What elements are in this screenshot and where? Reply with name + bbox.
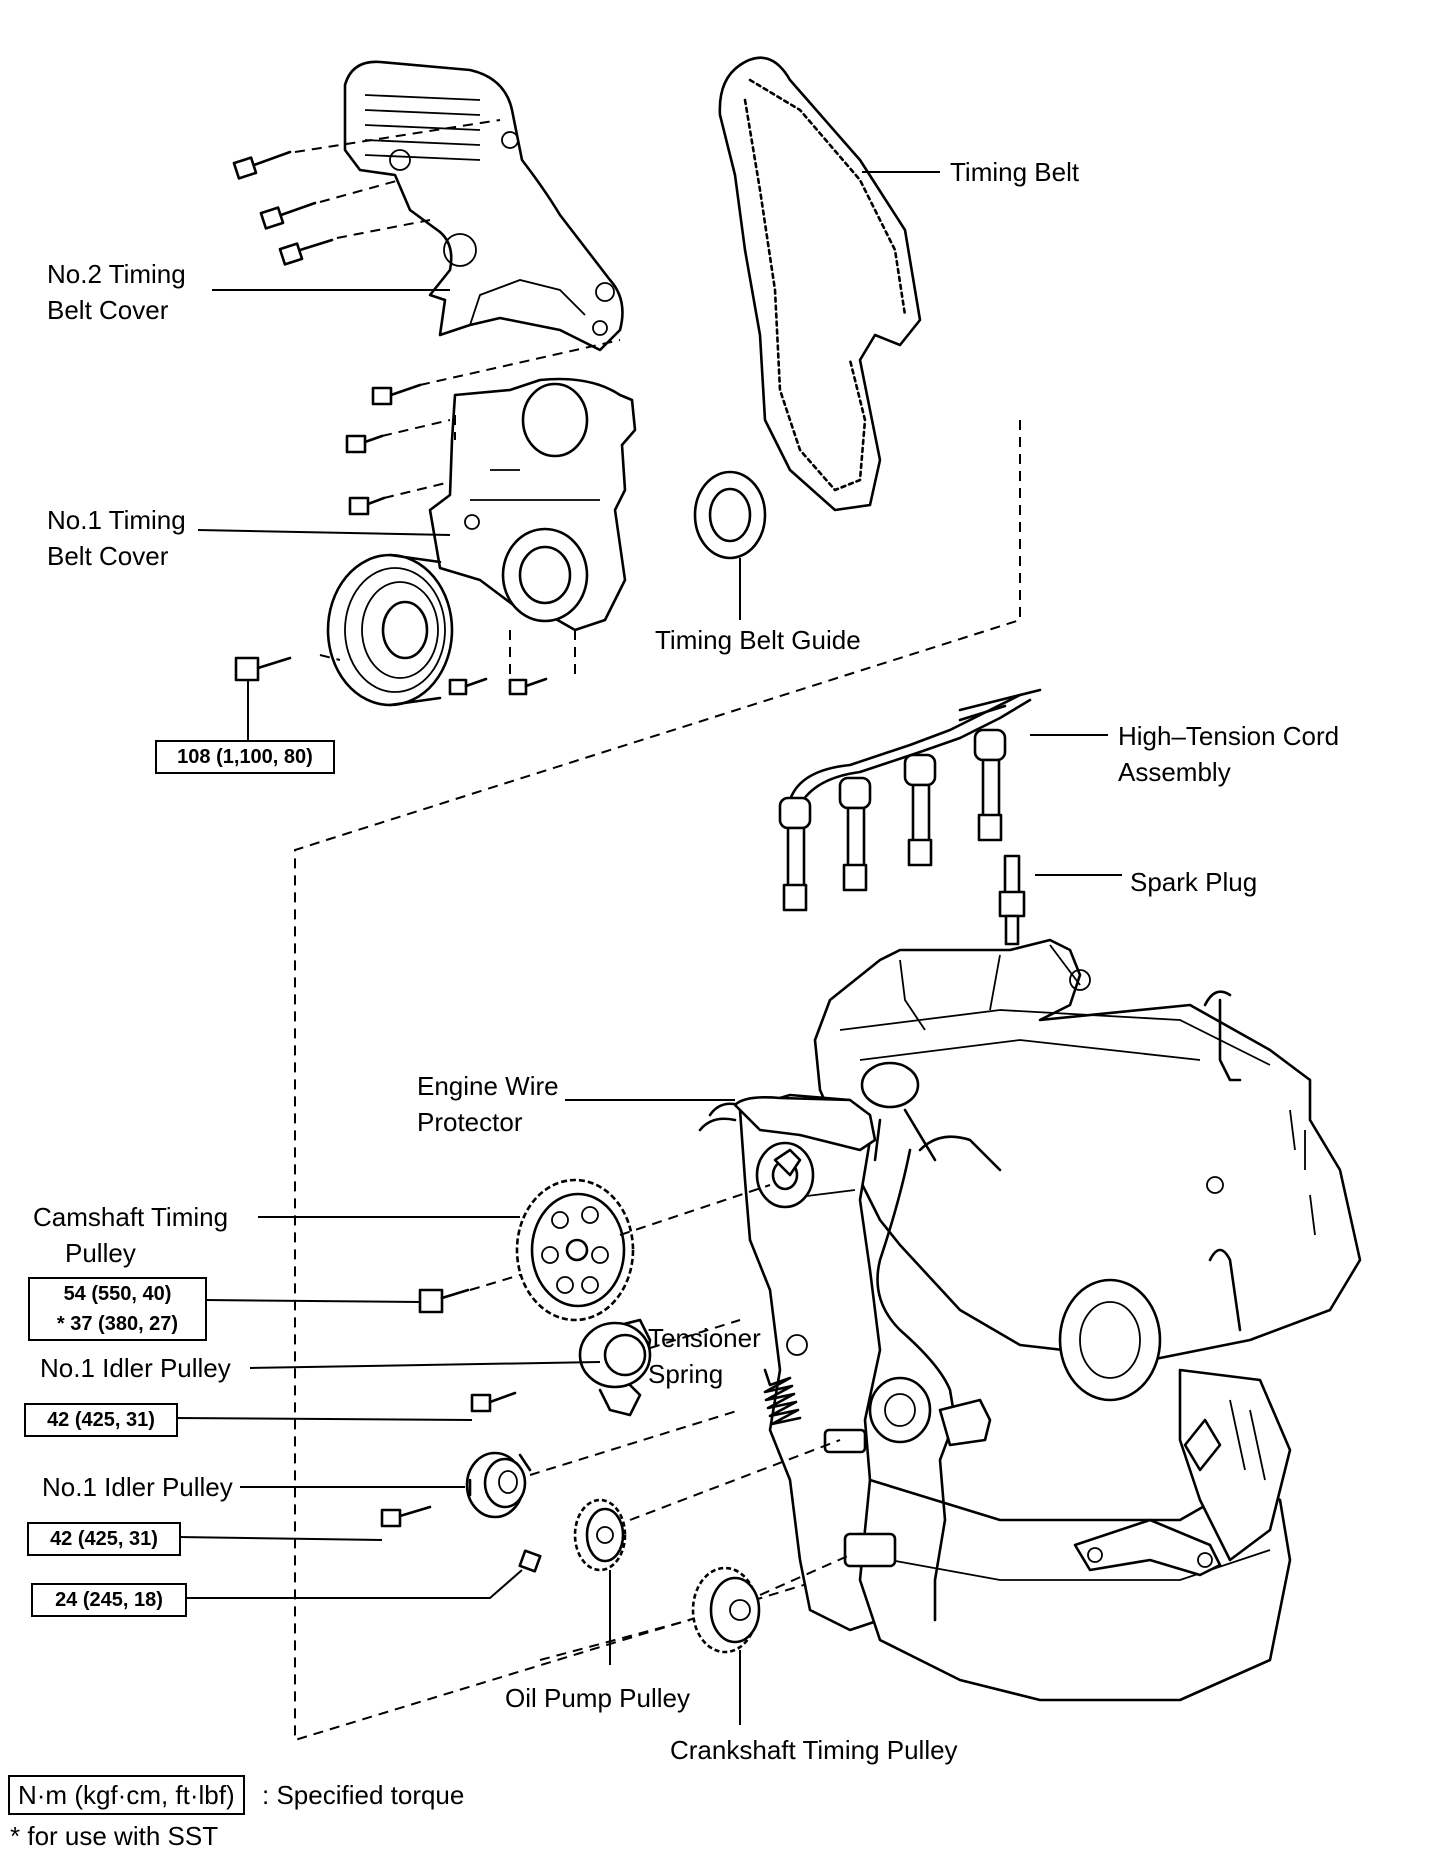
label-idler-pulley-upper: No.1 Idler Pulley — [40, 1353, 231, 1383]
camshaft-timing-pulley — [515, 1178, 635, 1322]
oil-pump-nut — [518, 1549, 542, 1573]
label-camshaft-pulley-line2: Pulley — [65, 1238, 136, 1268]
torque-crank-pulley-bolt: 108 (1,100, 80) — [155, 740, 335, 774]
label-oil-pump-pulley: Oil Pump Pulley — [505, 1683, 690, 1713]
legend-unit-box: N·m (kgf·cm, ft·lbf) — [8, 1775, 245, 1815]
tensioner-spring — [763, 1334, 808, 1426]
torque-idler-lower-value: 42 (425, 31) — [50, 1528, 158, 1550]
cover-bolts-upper — [232, 119, 501, 266]
crankshaft-timing-pulley — [539, 1554, 851, 1725]
label-high-tension-cord-line2: Assembly — [1118, 757, 1231, 787]
spark-plug — [998, 854, 1026, 946]
camshaft-pulley-bolt — [418, 1288, 470, 1314]
no2-timing-belt-cover — [343, 60, 624, 352]
label-camshaft-pulley-line1: Camshaft Timing — [33, 1202, 229, 1232]
legend-sst-note: * for use with SST — [10, 1821, 219, 1851]
label-crankshaft-timing-pulley: Crankshaft Timing Pulley — [670, 1735, 958, 1765]
label-no1-cover-line2: Belt Cover — [47, 541, 169, 571]
legend-unit-description: : Specified torque — [262, 1780, 465, 1810]
torque-oil-pump-value: 24 (245, 18) — [55, 1589, 163, 1611]
label-idler-pulley-lower: No.1 Idler Pulley — [42, 1472, 233, 1502]
label-timing-belt: Timing Belt — [950, 157, 1080, 187]
cover-bolts-middle — [345, 339, 621, 696]
engine-wire-protector — [733, 1096, 877, 1152]
label-tensioner-spring-line1: Tensioner — [648, 1323, 761, 1353]
assembly-boundary-dashed — [294, 420, 1021, 1742]
torque-cam-value-1: 54 (550, 40) — [63, 1283, 172, 1305]
label-spark-plug: Spark Plug — [1130, 867, 1258, 897]
high-tension-cord-assembly — [778, 688, 1042, 912]
torque-cam-value-2: * 37 (380, 27) — [56, 1313, 179, 1335]
label-engine-wire-protector-line2: Protector — [417, 1107, 523, 1137]
idler-lower-bolt — [380, 1505, 432, 1528]
torque-oil-pump-nut: 24 (245, 18) — [31, 1583, 187, 1617]
label-timing-belt-guide: Timing Belt Guide — [655, 625, 861, 655]
timing-belt-guide — [693, 470, 767, 620]
crankshaft-pulley — [319, 553, 454, 707]
torque-idler-upper-value: 42 (425, 31) — [47, 1409, 155, 1431]
no1-timing-belt-cover — [428, 377, 637, 632]
torque-crank-value: 108 (1,100, 80) — [177, 746, 313, 768]
leader-lines — [174, 171, 1122, 1599]
label-engine-wire-protector-line1: Engine Wire — [417, 1071, 559, 1101]
timing-belt — [718, 56, 922, 512]
idler-pulley-lower — [465, 1409, 741, 1519]
idler-pulley-upper — [578, 1318, 741, 1417]
crankshaft-pulley-bolt — [234, 656, 292, 740]
label-no2-cover-line1: No.2 Timing — [47, 259, 186, 289]
label-no2-cover-line2: Belt Cover — [47, 295, 169, 325]
label-tensioner-spring-line2: Spring — [648, 1359, 724, 1389]
torque-idler-lower-bolt: 42 (425, 31) — [27, 1522, 181, 1556]
idler-upper-bolt — [470, 1391, 517, 1413]
engine-block — [698, 938, 1362, 1702]
torque-idler-upper-bolt: 42 (425, 31) — [24, 1403, 178, 1437]
label-high-tension-cord-line1: High–Tension Cord — [1118, 721, 1340, 751]
label-no1-cover-line1: No.1 Timing — [47, 505, 186, 535]
oil-pump-pulley — [573, 1439, 841, 1665]
camshaft-alignment-dashed — [469, 1184, 771, 1291]
torque-camshaft-pulley-bolt: 54 (550, 40) * 37 (380, 27) — [28, 1277, 207, 1341]
